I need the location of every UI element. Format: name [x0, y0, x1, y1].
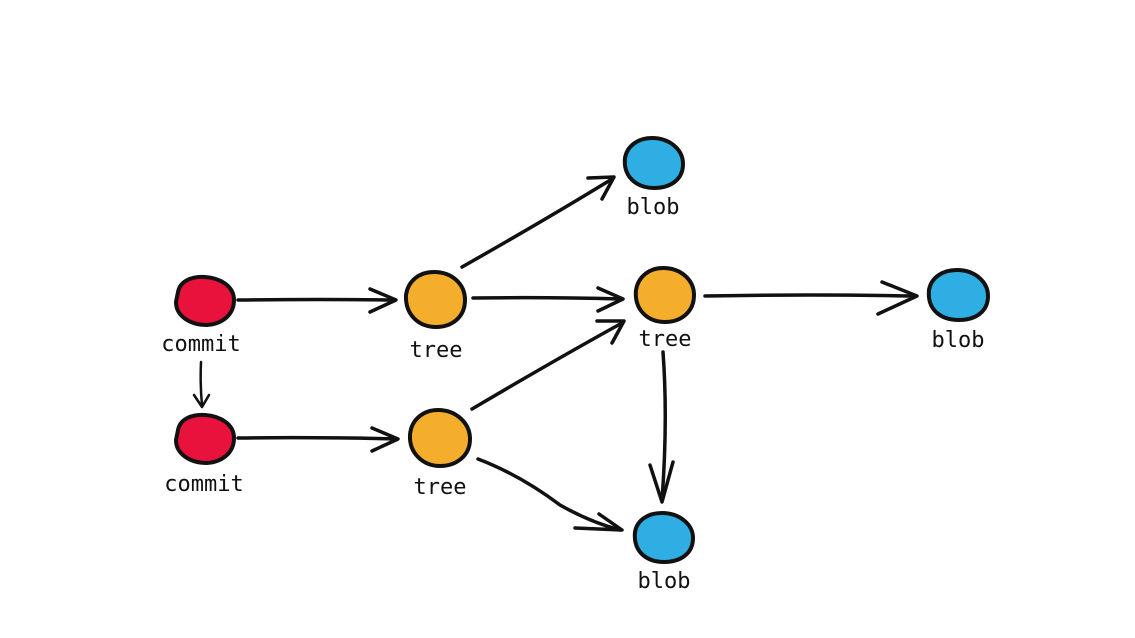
- tree-1-dot: [403, 269, 468, 330]
- blob-node[interactable]: blob: [622, 135, 686, 220]
- commit-1-dot: [173, 274, 237, 328]
- tree-3-dot: [633, 265, 697, 325]
- tree-node[interactable]: tree: [407, 407, 473, 500]
- blob-1-dot: [622, 135, 686, 191]
- edge-tree-2-to-blob-3: [476, 457, 624, 532]
- edges: [192, 175, 919, 532]
- commit-node[interactable]: commit: [164, 412, 244, 497]
- tree-2-dot: [407, 407, 473, 469]
- tree-label: tree: [410, 338, 463, 363]
- tree-node[interactable]: tree: [403, 269, 468, 363]
- blob-node[interactable]: blob: [632, 510, 696, 594]
- blob-3-dot: [632, 510, 696, 565]
- edge-commit-1-to-commit-2: [192, 360, 211, 409]
- edge-tree-1-to-blob-1: [460, 175, 616, 269]
- edge-tree-3-to-blob-3: [648, 350, 675, 504]
- commit-node[interactable]: commit: [161, 274, 241, 357]
- edge-commit-2-to-tree-2: [236, 426, 400, 453]
- blob-label: blob: [932, 328, 985, 353]
- commit-2-dot: [173, 412, 237, 466]
- edge-tree-3-to-blob-2: [703, 280, 919, 316]
- blob-node[interactable]: blob: [926, 267, 991, 353]
- tree-node[interactable]: tree: [633, 265, 697, 352]
- tree-label: tree: [414, 475, 467, 500]
- edge-commit-1-to-tree-1: [236, 287, 398, 314]
- commit-label: commit: [161, 332, 240, 357]
- blob-label: blob: [638, 569, 691, 594]
- edge-tree-1-to-tree-3: [471, 286, 625, 313]
- commit-label: commit: [164, 472, 243, 497]
- blob-label: blob: [627, 195, 680, 220]
- tree-label: tree: [639, 327, 692, 352]
- blob-2-dot: [926, 267, 991, 323]
- nodes: commit commit tree tree tree blob blob: [161, 135, 991, 594]
- edge-tree-2-to-tree-3: [470, 319, 626, 411]
